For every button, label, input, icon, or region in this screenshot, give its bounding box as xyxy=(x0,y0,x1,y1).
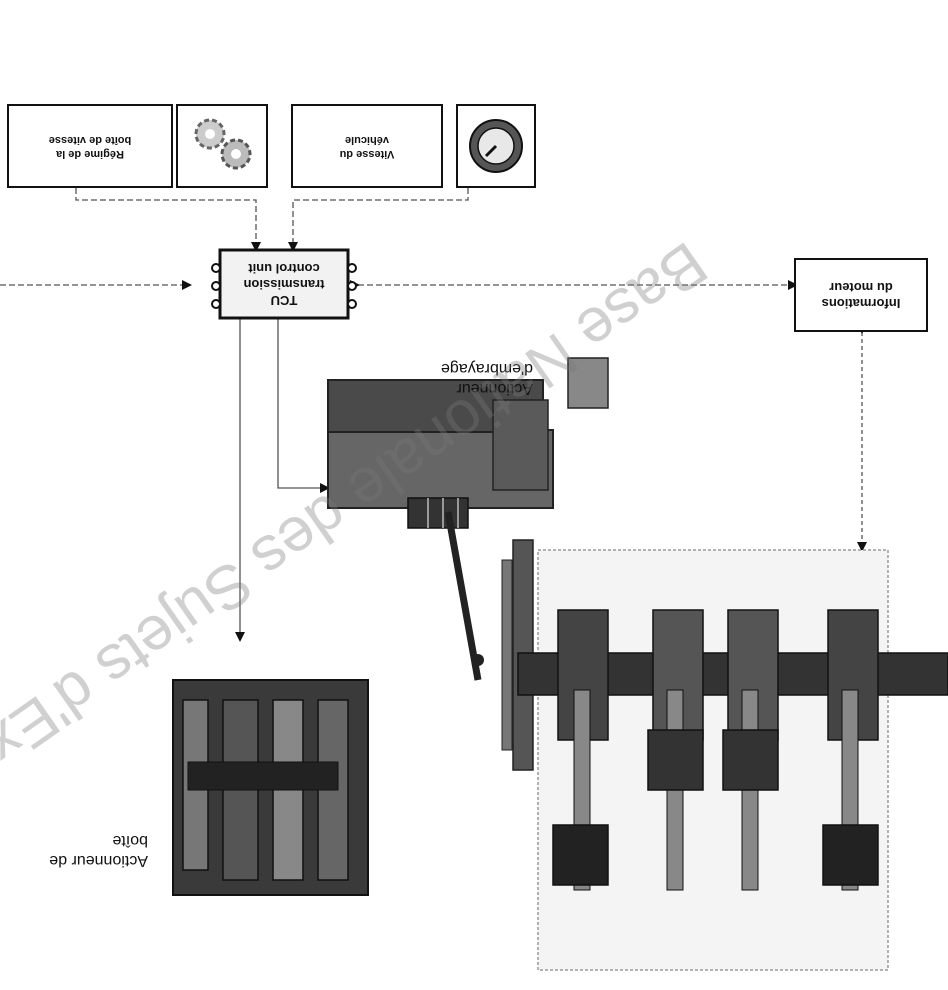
vitesse-line1: Vitesse du xyxy=(339,147,395,160)
line-vitesse-to-tcu xyxy=(288,188,469,252)
clutch-actuator-icon xyxy=(327,357,609,681)
informations-moteur-box: Informations du moteur xyxy=(794,258,928,332)
gearbox-actuator-line1: Actionneur de xyxy=(49,852,148,869)
tcu-label: TCU transmission control unit xyxy=(226,254,342,314)
line-regime-to-tcu xyxy=(75,188,261,252)
line-tcu-clutch xyxy=(277,318,330,493)
engine-crankshaft-icon xyxy=(517,549,948,971)
gearbox-actuator-line2: boîte xyxy=(112,832,148,849)
moteur-line2: du moteur xyxy=(829,280,893,295)
regime-line2: boîte de vitesse xyxy=(48,134,132,146)
gear-icon xyxy=(194,118,252,170)
regime-boite-box: Régime de la boîte de vitesse xyxy=(7,104,173,188)
tcu-box xyxy=(211,248,357,320)
moteur-line1: Informations xyxy=(821,296,901,312)
speedometer-icon xyxy=(469,119,523,173)
speedometer-icon-box xyxy=(456,104,536,188)
tcu-line1: TCU xyxy=(270,293,298,309)
regime-line1: Régime de la xyxy=(56,147,124,160)
tcu-line2: transmission xyxy=(243,277,325,293)
tcu-line3: control unit xyxy=(248,260,320,276)
gearbox-actuator-icon xyxy=(172,679,369,896)
vitesse-line2: véhicule xyxy=(344,134,390,146)
gear-icon-box xyxy=(176,104,268,188)
vitesse-vehicule-box: Vitesse du véhicule xyxy=(291,104,443,188)
gearbox-actuator-label: Actionneur de boîte xyxy=(49,830,148,870)
